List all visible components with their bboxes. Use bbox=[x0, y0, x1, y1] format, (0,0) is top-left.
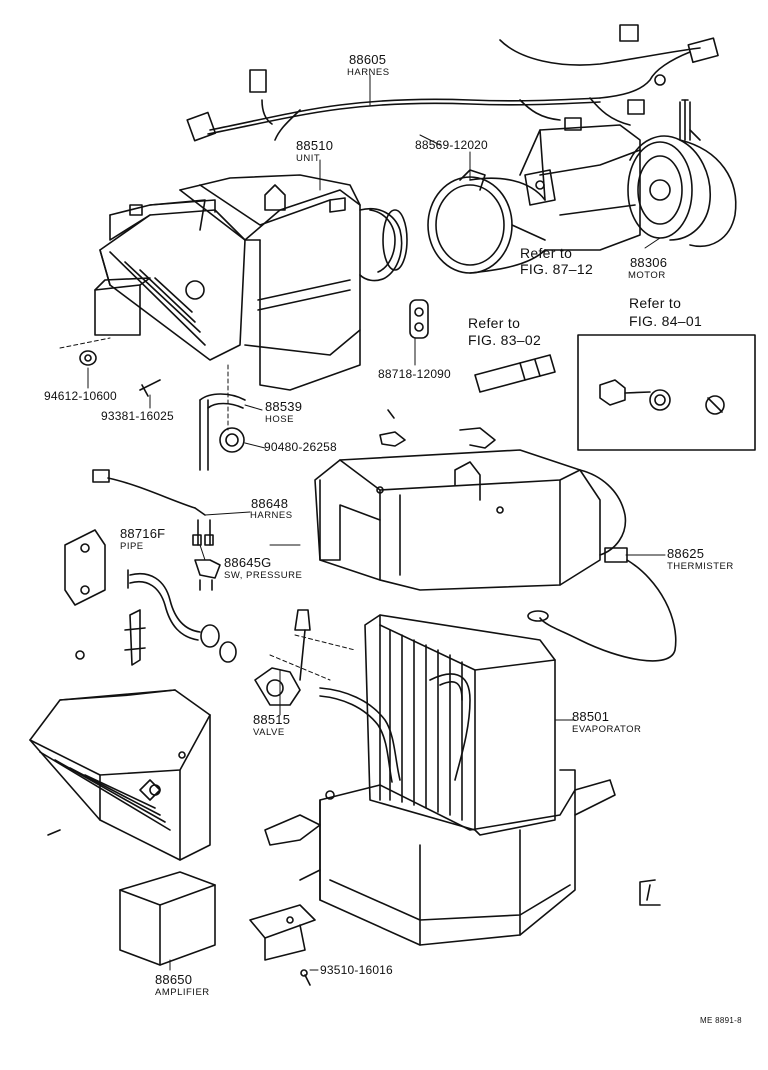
c-clip-drawing bbox=[639, 879, 661, 906]
harness-88648-drawing bbox=[92, 469, 214, 546]
bolt-93381-number: 93381-16025 bbox=[101, 409, 174, 423]
harness-88605-number: 88605 bbox=[349, 52, 387, 67]
clip-88718-number: 88718-12090 bbox=[378, 367, 451, 381]
thermister-88625-name: THERMISTER bbox=[667, 561, 734, 572]
pipe-88716-name: PIPE bbox=[120, 541, 144, 552]
upper-case-drawing bbox=[314, 449, 627, 591]
valve-88515-drawing bbox=[254, 609, 311, 706]
valve-88515-name: VALVE bbox=[253, 727, 285, 738]
motor-88306-name: MOTOR bbox=[628, 270, 666, 281]
amplifier-88650-drawing bbox=[119, 871, 216, 966]
thermister-drawing bbox=[527, 547, 677, 662]
pad-drawing bbox=[64, 529, 106, 606]
pipe-88716-drawing bbox=[127, 569, 237, 663]
thermister-88625-number: 88625 bbox=[667, 546, 705, 561]
bracket-drawing bbox=[75, 609, 146, 666]
motor-88306-number: 88306 bbox=[630, 255, 668, 270]
nut-94612-number: 94612-10600 bbox=[44, 389, 117, 403]
small-fasteners-drawing bbox=[79, 350, 496, 471]
hose-88539-name: HOSE bbox=[265, 414, 294, 425]
plate-screw-drawing bbox=[47, 829, 316, 986]
refer-84-line2: FIG. 84–01 bbox=[629, 313, 703, 329]
amplifier-88650-name: AMPLIFIER bbox=[155, 987, 210, 998]
unit-88510-name: UNIT bbox=[296, 153, 321, 164]
drawing-code: ME 8891-8 bbox=[700, 1016, 742, 1025]
pressure-switch-drawing bbox=[194, 559, 221, 591]
refer-84-line1: Refer to bbox=[629, 295, 682, 311]
motor-assembly-drawing bbox=[427, 99, 737, 274]
harness-88605-drawing bbox=[186, 24, 719, 142]
callout-lines bbox=[87, 74, 666, 971]
pipe-88716-number: 88716F bbox=[120, 526, 166, 541]
lower-case-drawing bbox=[264, 769, 616, 946]
valve-88515-number: 88515 bbox=[253, 712, 291, 727]
evaporator-88501-number: 88501 bbox=[572, 709, 610, 724]
refer-87-line1: Refer to bbox=[520, 245, 573, 261]
switch-88645-name: SW, PRESSURE bbox=[224, 570, 303, 581]
harness-88648-number: 88648 bbox=[251, 496, 289, 511]
clip-88718-drawing bbox=[409, 299, 429, 339]
refer-83-line2: FIG. 83–02 bbox=[468, 332, 542, 348]
evaporator-88501-drawing bbox=[319, 614, 556, 836]
hose-88539-number: 88539 bbox=[265, 399, 303, 414]
refer-83-line1: Refer to bbox=[468, 315, 521, 331]
evaporator-88501-name: EVAPORATOR bbox=[572, 724, 642, 735]
amplifier-88650-number: 88650 bbox=[155, 972, 193, 987]
grommet-90480-number: 90480-26258 bbox=[264, 440, 337, 454]
unit-88510-number: 88510 bbox=[296, 138, 334, 153]
inset-box-drawing bbox=[577, 334, 756, 451]
unit-88510-drawing bbox=[94, 174, 408, 391]
refer-87-line2: FIG. 87–12 bbox=[520, 261, 594, 277]
screw-93510-number: 93510-16016 bbox=[320, 963, 393, 977]
harness-88605-name: HARNES bbox=[347, 67, 390, 78]
refer-83-part-drawing bbox=[474, 354, 556, 393]
switch-88645-number: 88645G bbox=[224, 555, 272, 570]
lower-duct-drawing bbox=[29, 689, 211, 861]
harness-88648-name: HARNES bbox=[250, 510, 293, 521]
clamp-88569-number: 88569-12020 bbox=[415, 138, 488, 152]
